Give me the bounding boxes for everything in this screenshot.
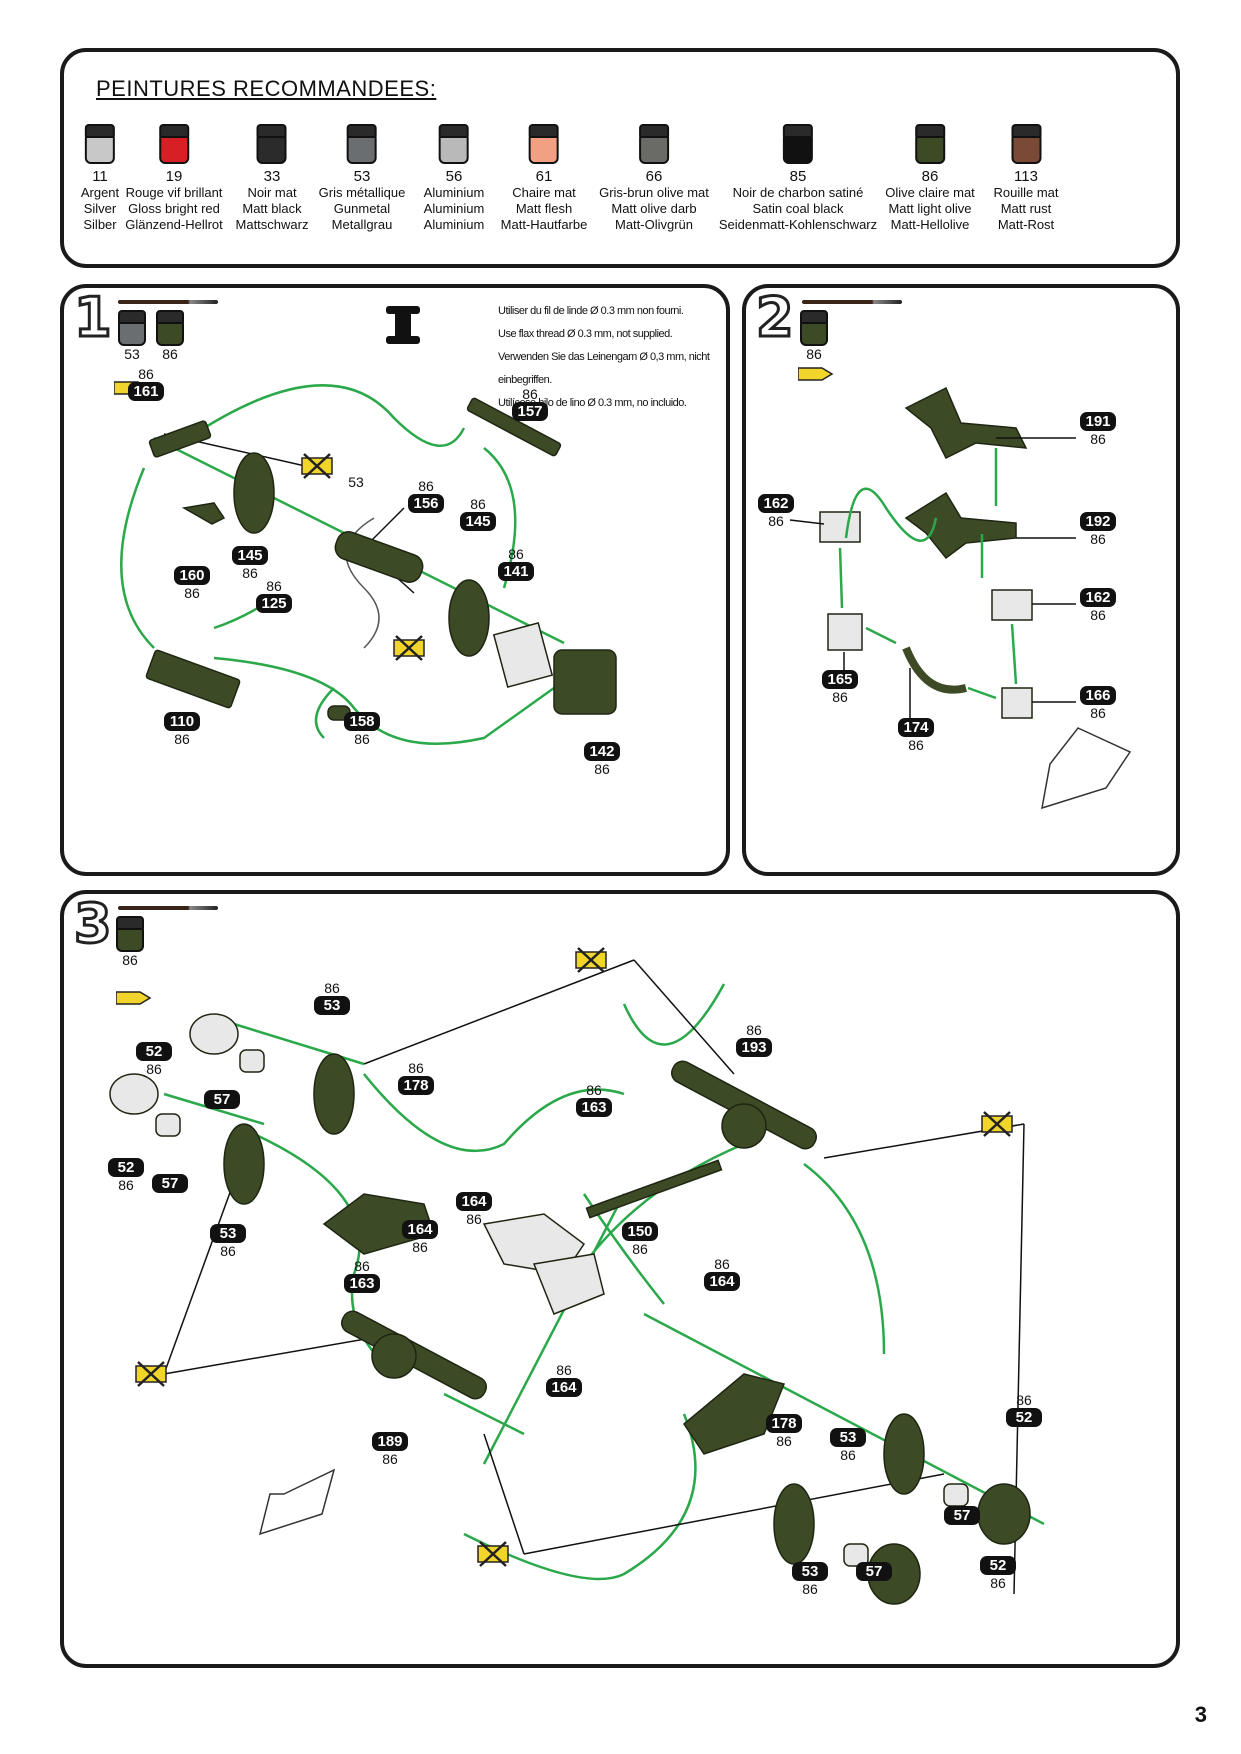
step-number: 2 xyxy=(755,285,796,351)
paint-jar-icon xyxy=(439,124,469,164)
paint-86-chip: 86 xyxy=(800,310,828,362)
glue-icon xyxy=(116,991,152,1005)
step-number: 3 xyxy=(73,891,114,957)
page-number: 3 xyxy=(1194,1702,1207,1727)
thread-53-label: 53 xyxy=(348,474,364,490)
paint-jar-icon xyxy=(346,124,377,164)
paint-jar-icon xyxy=(528,124,559,164)
paint-86-chip: 86 xyxy=(116,916,144,968)
brush-icon xyxy=(118,300,218,304)
step-2-diagram xyxy=(789,386,1132,810)
step-3-diagram xyxy=(109,947,1045,1605)
paint-jar-icon xyxy=(639,124,669,164)
brush-icon xyxy=(802,300,902,304)
paint-jar-icon xyxy=(85,124,115,164)
paint-jar-icon xyxy=(783,124,813,164)
paint-jar-icon xyxy=(914,124,945,164)
step-3-panel: 3 86 xyxy=(60,890,1180,1668)
part-57-label-right: 57 xyxy=(944,1506,980,1525)
paint-53-chip: 53 xyxy=(118,310,146,362)
step-number: 1 xyxy=(73,285,114,351)
paint-jar-icon xyxy=(1011,124,1041,164)
paint-jar-icon xyxy=(158,124,189,164)
brush-icon xyxy=(118,906,218,910)
step-2-panel: 2 86 xyxy=(742,284,1180,876)
step-1-panel: 1 53 86 Utiliser du fil de linde Ø 0.3 m… xyxy=(60,284,730,876)
part-57-label-top: 57 xyxy=(204,1090,240,1109)
paint-jar-icon xyxy=(257,124,287,164)
step-1-diagram xyxy=(120,384,617,745)
thread-spool-icon xyxy=(386,306,420,344)
glue-icon xyxy=(798,367,834,381)
part-57-label-left: 57 xyxy=(152,1174,188,1193)
paints-title: PEINTURES RECOMMANDEES: xyxy=(96,76,437,101)
part-57-label-bottom: 57 xyxy=(856,1562,892,1581)
paint-86-chip: 86 xyxy=(156,310,184,362)
